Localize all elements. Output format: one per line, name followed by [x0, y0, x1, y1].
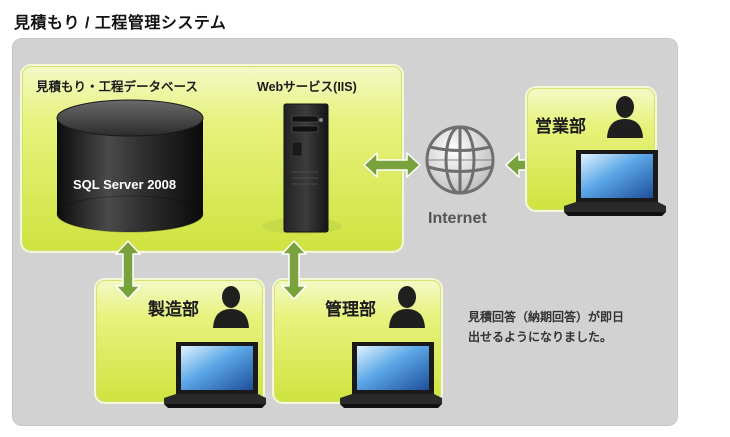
note-line-2: 出せるようになりました。: [468, 330, 613, 344]
database-text: SQL Server 2008: [73, 177, 177, 192]
person-icon: [213, 286, 249, 328]
double-arrow-icon: [115, 240, 141, 300]
person-icon: [607, 96, 643, 138]
laptop-icon: [564, 150, 666, 216]
result-note: 見積回答（納期回答）が即日 出せるようになりました。: [468, 307, 688, 347]
internet-label: Internet: [428, 210, 487, 227]
laptop-icon: [164, 342, 266, 408]
server-tower-icon: [262, 103, 342, 234]
database-label: 見積もり・工程データベース: [36, 80, 198, 94]
globe-icon: [425, 125, 495, 195]
person-icon: [389, 286, 425, 328]
web-service-label: Webサービス(IIS): [257, 80, 357, 94]
page-title: 見積もり / 工程管理システム: [14, 15, 227, 32]
note-line-1: 見積回答（納期回答）が即日: [468, 310, 625, 324]
double-arrow-icon: [281, 240, 307, 300]
manufacturing-department-label: 製造部: [148, 300, 199, 319]
database-icon: [56, 99, 204, 233]
laptop-icon: [340, 342, 442, 408]
management-department-label: 管理部: [325, 300, 376, 319]
double-arrow-icon: [363, 152, 421, 178]
sales-department-label: 営業部: [535, 117, 586, 136]
